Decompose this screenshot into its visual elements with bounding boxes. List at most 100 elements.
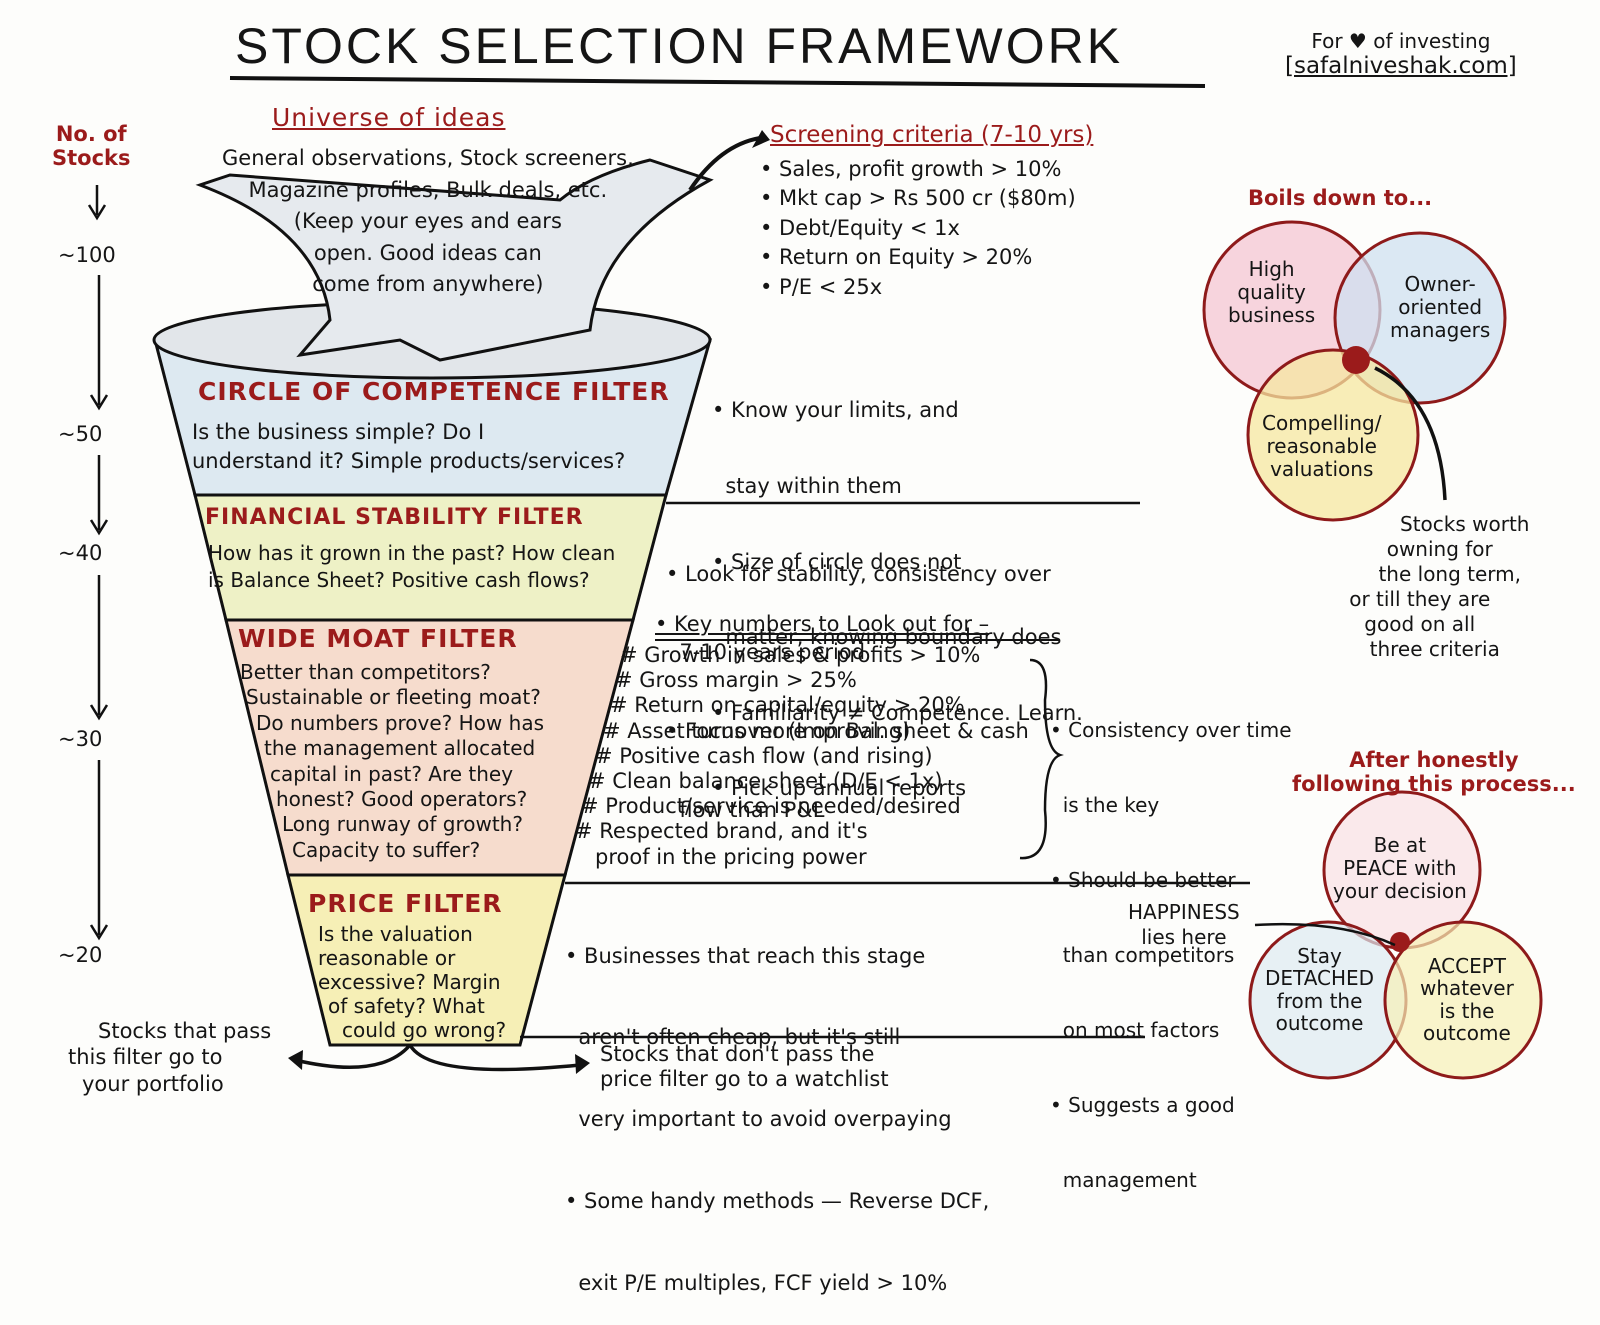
note-line: proof in the pricing power bbox=[595, 844, 867, 869]
text-line: quality bbox=[1237, 280, 1306, 304]
text-line: following this process... bbox=[1292, 772, 1576, 797]
credit: For ♥ of investing [safalniveshak.com] bbox=[1285, 29, 1517, 80]
note-line: very important to avoid overpaying bbox=[565, 1107, 952, 1132]
count-30: ~30 bbox=[58, 727, 103, 751]
note-line: is the key bbox=[1050, 793, 1160, 817]
key-numbers-heading: • Key numbers to Look out for – bbox=[655, 612, 990, 636]
text-line: lies here bbox=[1141, 925, 1227, 949]
text-line: Is the business simple? Do I bbox=[192, 420, 485, 444]
note-line: # Gross margin > 25% bbox=[615, 668, 857, 693]
arrow-to-screening bbox=[688, 136, 761, 192]
note-line: flow than P&L bbox=[666, 797, 825, 822]
text-line: Sustainable or fleeting moat? bbox=[246, 685, 541, 710]
axis-label: No. of Stocks bbox=[52, 122, 131, 170]
text-line: your decision bbox=[1333, 879, 1467, 903]
filter-text: Is the valuation reasonable or excessive… bbox=[318, 922, 506, 1042]
note-line: # Asset turnover (Improving) bbox=[603, 718, 911, 743]
note-line: # Growth in sales & profits > 10% bbox=[620, 643, 981, 667]
note-line: • Consistency over time bbox=[1050, 718, 1292, 742]
note-line: • Businesses that reach this stage bbox=[565, 943, 926, 968]
screening-item: • Mkt cap > Rs 500 cr ($80m) bbox=[760, 186, 1076, 211]
note-line: matter, knowing boundary does bbox=[712, 625, 1062, 650]
text-line: Do numbers prove? How has bbox=[256, 710, 544, 735]
screening-item: • Sales, profit growth > 10% bbox=[760, 157, 1062, 181]
text-line: open. Good ideas can bbox=[313, 240, 542, 265]
text-line: from the bbox=[1276, 988, 1363, 1013]
text-line: whatever bbox=[1420, 976, 1514, 1001]
screening-heading: Screening criteria (7-10 yrs) bbox=[770, 122, 1094, 148]
text-line: this filter go to bbox=[68, 1045, 223, 1070]
credit-site[interactable]: [safalniveshak.com] bbox=[1285, 53, 1517, 79]
credit-line: For ♥ of investing bbox=[1311, 29, 1491, 53]
text-line: business bbox=[1228, 303, 1316, 327]
note-line: on most factors bbox=[1050, 1018, 1220, 1042]
text-line: PEACE with bbox=[1343, 856, 1457, 880]
text-line: Is the valuation bbox=[318, 922, 473, 946]
note-line: • Size of circle does not bbox=[712, 549, 962, 574]
text-line: Capacity to suffer? bbox=[292, 837, 481, 862]
universe-heading: Universe of ideas bbox=[272, 103, 506, 132]
text-line: your portfolio bbox=[82, 1071, 224, 1096]
text-line: understand it? Simple products/services? bbox=[192, 449, 626, 474]
text-line: excessive? Margin bbox=[318, 970, 501, 994]
text-line: Owner- bbox=[1404, 272, 1476, 296]
note-line: # Return on capital/equity > 20% bbox=[610, 693, 965, 718]
axis-arrows bbox=[87, 185, 109, 941]
venn2-circle-detached: Stay DETACHED from the outcome bbox=[1265, 945, 1374, 1035]
note-line: # Product/service is needed/desired bbox=[581, 794, 961, 819]
note-line: # Respected brand, and it's bbox=[575, 819, 868, 844]
venn-criteria bbox=[1202, 220, 1507, 522]
note-line: than competitors bbox=[1050, 943, 1235, 967]
happiness-label: HAPPINESS lies here bbox=[1128, 900, 1240, 950]
text-line: reasonable bbox=[1266, 434, 1377, 458]
note-line: • Focus more on Bal. sheet & cash bbox=[666, 719, 1029, 743]
venn1-caption: Stocks worth owning for the long term, o… bbox=[1310, 512, 1529, 662]
axis-label-line: Stocks bbox=[52, 146, 131, 171]
arrowhead bbox=[752, 130, 770, 148]
text-line: ACCEPT bbox=[1427, 954, 1506, 978]
filter-heading-price: PRICE FILTER bbox=[308, 889, 503, 918]
band-price bbox=[286, 873, 567, 1047]
count-50: ~50 bbox=[58, 422, 103, 446]
count-20: ~20 bbox=[58, 943, 103, 967]
text-line: honest? Good operators? bbox=[276, 786, 528, 811]
count-100: ~100 bbox=[58, 243, 116, 267]
text-line: outcome bbox=[1275, 1011, 1364, 1036]
text-line: After honestly bbox=[1349, 748, 1519, 772]
note-line: • Know your limits, and bbox=[712, 398, 959, 423]
text-line: good on all bbox=[1364, 612, 1476, 636]
text-line: is Balance Sheet? Positive cash flows? bbox=[208, 568, 590, 592]
axis-label-line: No. of bbox=[55, 122, 127, 146]
text-line: come from anywhere) bbox=[312, 272, 544, 296]
text-line: oriented bbox=[1398, 295, 1483, 319]
filter-notes: • Know your limits, and stay within them… bbox=[712, 348, 1083, 827]
note-line: • Pick up annual reports bbox=[712, 776, 967, 801]
venn2-circle-peace: Be at PEACE with your decision bbox=[1333, 834, 1467, 903]
filter-heading-competence: CIRCLE OF COMPETENCE FILTER bbox=[198, 377, 670, 406]
arrow-to-watchlist bbox=[408, 1044, 581, 1072]
text-line: Long runway of growth? bbox=[282, 812, 523, 837]
text-line: Stay bbox=[1297, 944, 1342, 968]
note-line: • Should be better bbox=[1050, 868, 1236, 892]
filter-notes: • Businesses that reach this stage aren'… bbox=[565, 888, 989, 1325]
text-line: the long term, bbox=[1378, 562, 1522, 586]
filter-heading-moat: WIDE MOAT FILTER bbox=[238, 624, 518, 653]
text-line: the management allocated bbox=[264, 736, 536, 761]
filter-notes: • Look for stability, consistency over 7… bbox=[666, 508, 1051, 849]
count-40: ~40 bbox=[58, 541, 103, 565]
text-line: Compelling/ bbox=[1262, 411, 1382, 435]
venn1-heading: Boils down to... bbox=[1248, 186, 1433, 210]
watchlist-note: Stocks that don't pass the price filter … bbox=[600, 1042, 889, 1092]
portfolio-note: Stocks that pass this filter go to your … bbox=[68, 1018, 271, 1097]
inflow-arrow bbox=[195, 158, 714, 362]
text-line: HAPPINESS bbox=[1128, 900, 1240, 924]
text-line: valuations bbox=[1270, 457, 1374, 481]
screening-list: • Sales, profit growth > 10% • Mkt cap >… bbox=[760, 155, 1076, 302]
moat-side-notes: • Consistency over time is the key • Sho… bbox=[1050, 668, 1292, 1218]
arrow-to-portfolio bbox=[294, 1043, 412, 1069]
screening-item: • P/E < 25x bbox=[760, 274, 883, 299]
text-line: managers bbox=[1390, 318, 1491, 342]
key-numbers-list: # Growth in sales & profits > 10% # Gros… bbox=[575, 643, 980, 870]
text-line: reasonable or bbox=[318, 946, 456, 970]
note-line: exit P/E multiples, FCF yield > 10% bbox=[565, 1271, 948, 1296]
